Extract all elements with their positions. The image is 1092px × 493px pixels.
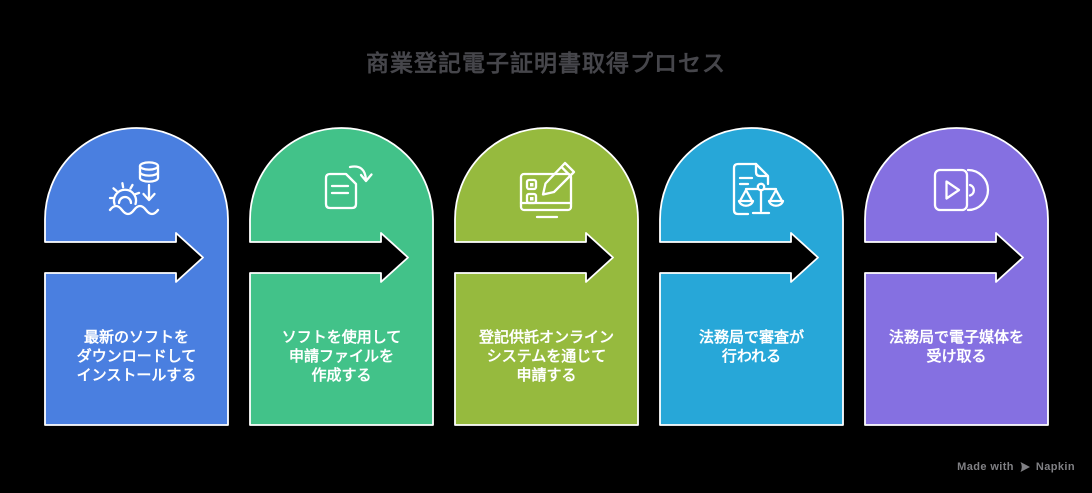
step-5-shape bbox=[864, 127, 1049, 426]
step-3-caption: 登記供託オンライン システムを通じて 申請する bbox=[459, 328, 634, 385]
create-application-file-icon bbox=[310, 158, 374, 222]
caption-line: 受け取る bbox=[926, 348, 987, 365]
caption-line: システムを通じて bbox=[486, 348, 607, 365]
receive-electronic-media-icon bbox=[925, 158, 989, 222]
caption-line: 登記供託オンライン bbox=[478, 329, 614, 346]
caption-line: インストールする bbox=[76, 367, 197, 384]
online-system-apply-icon bbox=[515, 158, 579, 222]
caption-line: 最新のソフトを bbox=[83, 329, 189, 346]
step-1-caption: 最新のソフトを ダウンロードして インストールする bbox=[49, 328, 224, 385]
made-with-label: Made with bbox=[957, 461, 1014, 473]
caption-line: 作成する bbox=[311, 367, 372, 384]
caption-line: 法務局で審査が bbox=[698, 329, 804, 346]
made-with-napkin-badge: Made with Napkin bbox=[957, 461, 1075, 473]
step-1: 最新のソフトを ダウンロードして インストールする bbox=[44, 127, 229, 426]
step-1-shape bbox=[44, 127, 229, 426]
step-4: 法務局で審査が 行われる bbox=[659, 127, 844, 426]
caption-line: 法務局で電子媒体を bbox=[888, 329, 1024, 346]
step-4-shape bbox=[659, 127, 844, 426]
page-title: 商業登記電子証明書取得プロセス bbox=[366, 50, 726, 76]
caption-line: ダウンロードして bbox=[76, 348, 197, 365]
brand-label: Napkin bbox=[1035, 461, 1075, 473]
step-5: 法務局で電子媒体を 受け取る bbox=[864, 127, 1049, 426]
step-3-shape bbox=[454, 127, 639, 426]
step-2-shape bbox=[249, 127, 434, 426]
caption-line: ソフトを使用して bbox=[281, 329, 402, 346]
step-5-caption: 法務局で電子媒体を 受け取る bbox=[869, 328, 1044, 366]
caption-line: 申請する bbox=[516, 367, 577, 384]
napkin-logo-icon bbox=[1020, 462, 1030, 472]
legal-review-scales-icon bbox=[720, 158, 784, 222]
caption-line: 申請ファイルを bbox=[288, 348, 394, 365]
step-2: ソフトを使用して 申請ファイルを 作成する bbox=[249, 127, 434, 426]
caption-line: 行われる bbox=[721, 348, 782, 365]
install-software-icon bbox=[105, 158, 169, 222]
step-3: 登記供託オンライン システムを通じて 申請する bbox=[454, 127, 639, 426]
step-4-caption: 法務局で審査が 行われる bbox=[664, 328, 839, 366]
step-2-caption: ソフトを使用して 申請ファイルを 作成する bbox=[254, 328, 429, 385]
